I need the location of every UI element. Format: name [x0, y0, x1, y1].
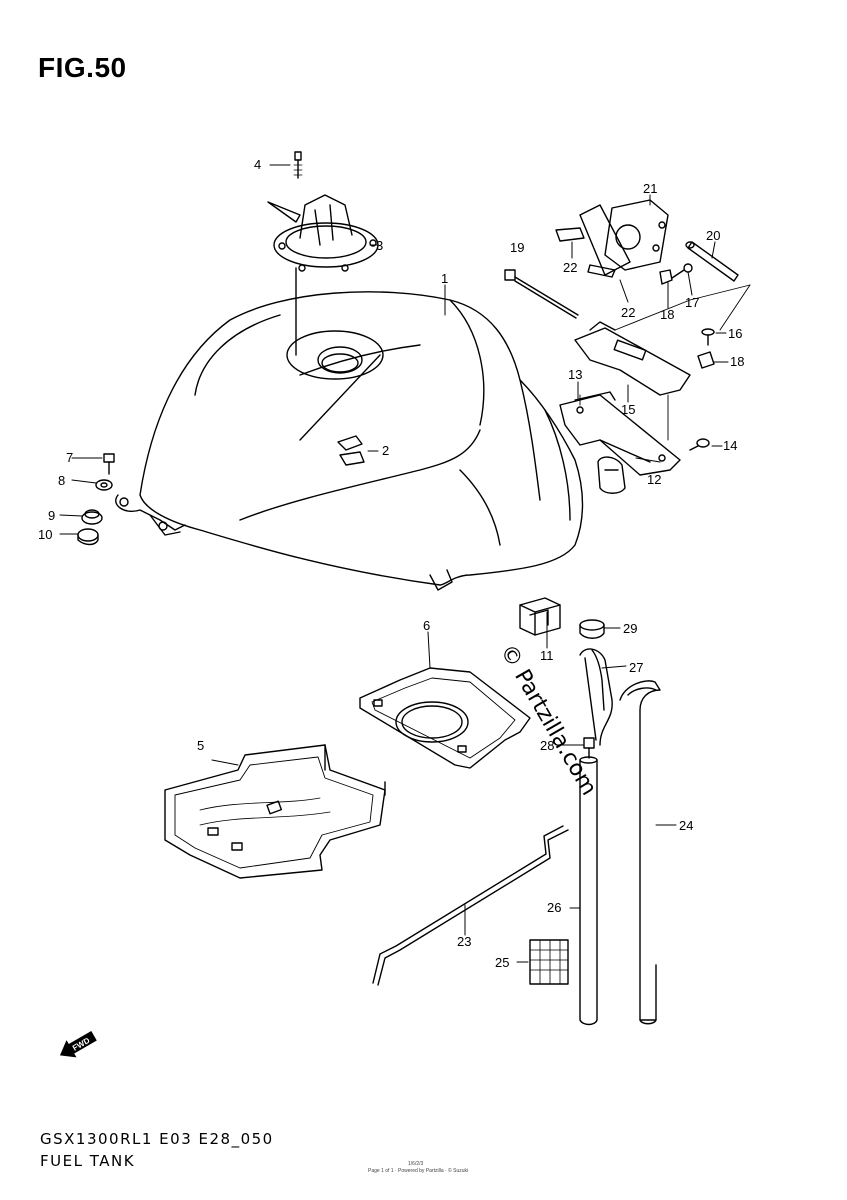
- fuel-cap-part[interactable]: [267, 194, 379, 272]
- callout-15: 15: [621, 402, 635, 417]
- callout-14: 14: [723, 438, 737, 453]
- footer-small-text: Page 1 of 1 · Powered by Partzilla · © S…: [368, 1168, 469, 1174]
- bracket-15-part[interactable]: [574, 321, 691, 396]
- mesh-25-part[interactable]: [529, 939, 569, 985]
- bolt-14-part[interactable]: [689, 438, 710, 451]
- bolt-16-part[interactable]: [701, 328, 715, 346]
- fuel-tank-part[interactable]: [115, 291, 584, 591]
- collar-10-part[interactable]: [77, 528, 99, 546]
- washer-8-part[interactable]: [95, 479, 113, 491]
- callout-6: 6: [423, 618, 430, 633]
- callout-21: 21: [643, 181, 657, 196]
- callout-29: 29: [623, 621, 637, 636]
- bolt-19-part[interactable]: [504, 269, 579, 319]
- callout-27: 27: [629, 660, 643, 675]
- callout-9: 9: [48, 508, 55, 523]
- callout-10: 10: [38, 527, 52, 542]
- callout-19: 19: [510, 240, 524, 255]
- bolt-4-part[interactable]: [293, 151, 303, 179]
- bracket-21-part[interactable]: [579, 199, 669, 276]
- nut-18a-part[interactable]: [659, 269, 673, 285]
- callout-24: 24: [679, 818, 693, 833]
- callout-2: 2: [382, 443, 389, 458]
- figure-code: GSX1300RL1 E03 E28_050: [40, 1130, 274, 1148]
- callout-20: 20: [706, 228, 720, 243]
- pad-22-part[interactable]: [555, 227, 616, 278]
- cushion-11-part[interactable]: [519, 597, 561, 636]
- callout-4: 4: [254, 157, 261, 172]
- figure-name: FUEL TANK: [40, 1152, 136, 1170]
- rod-23-part[interactable]: [372, 825, 569, 986]
- hose-24-part[interactable]: [619, 680, 661, 1025]
- callout-23: 23: [457, 934, 471, 949]
- callout-13: 13: [568, 367, 582, 382]
- callout-5: 5: [197, 738, 204, 753]
- callout-26: 26: [547, 900, 561, 915]
- insulator-6-part[interactable]: [359, 667, 531, 769]
- rod-20-part[interactable]: [685, 241, 739, 282]
- callout-18b: 18: [730, 354, 744, 369]
- callout-1: 1: [441, 271, 448, 286]
- figure-title: FIG.50: [38, 52, 127, 83]
- callout-3: 3: [376, 238, 383, 253]
- callout-18a: 18: [660, 307, 674, 322]
- callout-22b: 22: [621, 305, 635, 320]
- callout-25: 25: [495, 955, 509, 970]
- fwd-arrow-icon: FWD: [59, 1030, 97, 1058]
- cushion-9-part[interactable]: [81, 509, 103, 525]
- bracket-13-part[interactable]: [559, 391, 681, 476]
- callout-8: 8: [58, 473, 65, 488]
- bolt-7-part[interactable]: [103, 453, 115, 475]
- clamp-29-part[interactable]: [579, 619, 605, 639]
- cover-5-part[interactable]: [164, 744, 386, 879]
- callout-22a: 22: [563, 260, 577, 275]
- footer-small-code: 1/6/2/3: [408, 1161, 424, 1167]
- callout-17: 17: [685, 295, 699, 310]
- fitting-28-part[interactable]: [583, 737, 595, 759]
- callout-28: 28: [540, 738, 554, 753]
- hose-27-part[interactable]: [579, 648, 613, 746]
- callout-labels: 1 2 3 4 5 6 7 8 9 10 11 12 13 14 15 16 1…: [38, 157, 744, 970]
- callout-7: 7: [66, 450, 73, 465]
- nut-18b-part[interactable]: [697, 351, 715, 369]
- callout-11: 11: [540, 648, 554, 663]
- rubber-mount-part[interactable]: [597, 456, 626, 494]
- callout-12: 12: [647, 472, 661, 487]
- callout-16: 16: [728, 326, 742, 341]
